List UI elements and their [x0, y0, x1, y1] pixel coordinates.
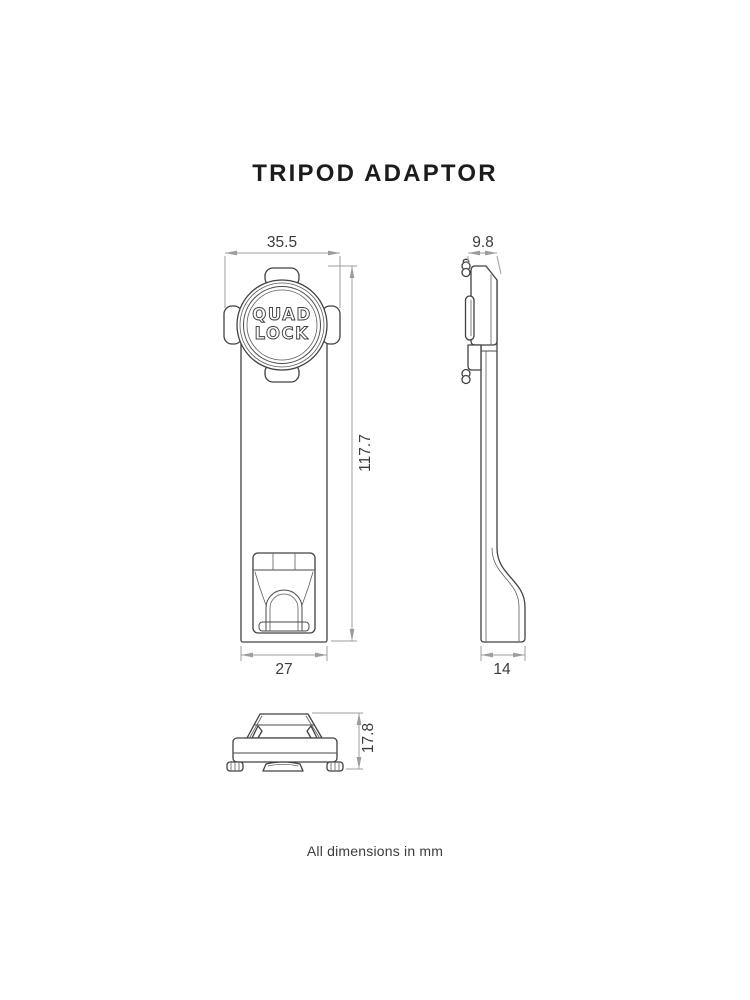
dim-front-top-width: 35.5 — [224, 234, 341, 308]
dim-label-side-top-width: 9.8 — [472, 234, 494, 251]
side-head-block — [470, 265, 498, 346]
end-center-tab — [262, 761, 304, 772]
end-base — [232, 737, 338, 763]
quad-lock-logo-line1: QUAD — [252, 305, 311, 324]
dim-label-side-bottom-width: 14 — [493, 661, 511, 678]
dim-side-top-width: 9.8 — [467, 234, 502, 275]
dim-label-front-height: 117.7 — [357, 434, 374, 472]
dimensions-note: All dimensions in mm — [306, 843, 444, 859]
end-foot-left — [226, 761, 244, 772]
page-title: TRIPOD ADAPTOR — [252, 160, 498, 187]
front-pocket — [252, 552, 316, 634]
head-outer-circle — [236, 279, 328, 371]
dim-end-height: 17.8 — [312, 712, 377, 770]
front-view: QUAD LOCK 35.5 117.7 — [223, 234, 374, 678]
dim-label-front-bottom-width: 27 — [275, 661, 292, 678]
side-lower-block — [467, 344, 482, 371]
quad-lock-logo-line2: LOCK — [255, 324, 310, 343]
dim-front-bottom-width: 27 — [240, 646, 328, 678]
side-slot — [464, 295, 475, 341]
end-view: 17.8 — [226, 712, 377, 772]
dim-label-front-top-width: 35.5 — [267, 234, 297, 251]
extension-line — [496, 255, 502, 275]
end-foot-right — [326, 761, 344, 772]
quad-lock-head: QUAD LOCK — [223, 267, 341, 383]
dim-front-height: 117.7 — [328, 265, 374, 642]
side-view: 9.8 14 — [461, 234, 526, 678]
head-inner-ring — [243, 286, 321, 364]
dim-side-bottom-width: 14 — [480, 646, 526, 678]
side-pin-bottom — [461, 368, 471, 385]
dim-label-end-height: 17.8 — [360, 723, 377, 753]
side-body-profile — [480, 279, 526, 643]
side-pin-top — [461, 258, 471, 278]
